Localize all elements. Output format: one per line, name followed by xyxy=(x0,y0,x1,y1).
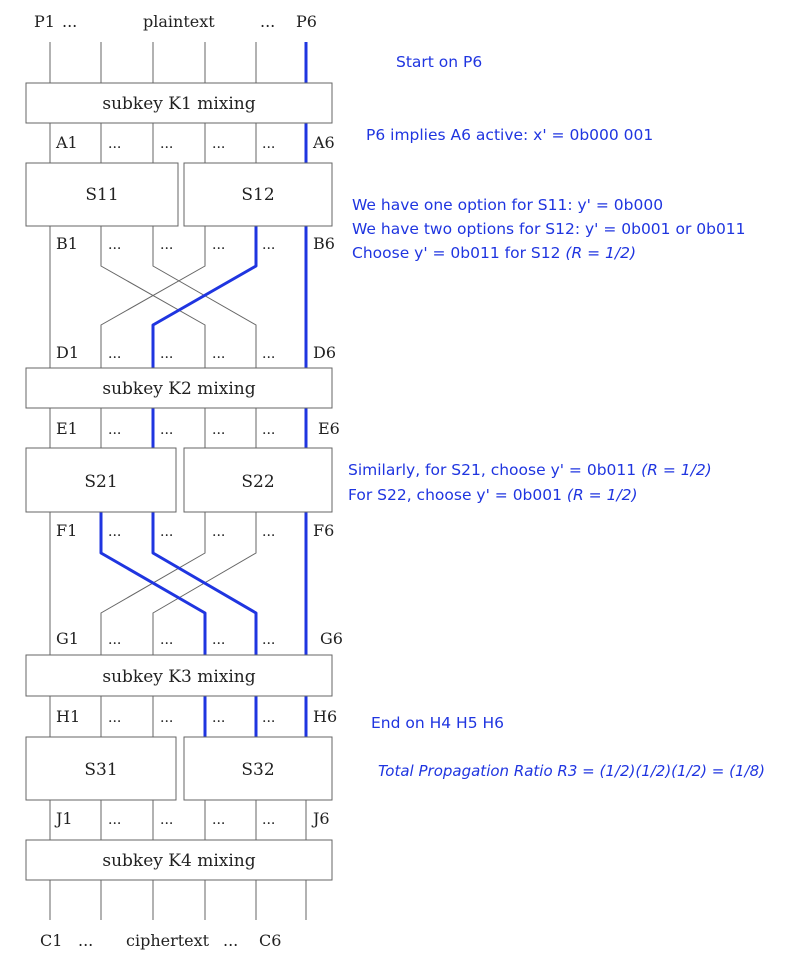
s12-box xyxy=(183,162,333,227)
e1-label: E1 xyxy=(56,419,78,438)
d1-label: D1 xyxy=(56,343,79,362)
note-a6-active: P6 implies A6 active: x' = 0b000 001 xyxy=(366,126,654,144)
plaintext-label: plaintext xyxy=(143,12,215,31)
j1-label: J1 xyxy=(54,809,73,828)
j6-label: J6 xyxy=(311,809,330,828)
s11-box xyxy=(25,162,179,227)
ellipsis: ... xyxy=(160,346,173,362)
p1-label: P1 xyxy=(34,12,55,31)
ellipsis: ... xyxy=(212,632,225,648)
ellipsis: ... xyxy=(108,346,121,362)
ellipsis: ... xyxy=(160,136,173,152)
s21-box xyxy=(25,447,177,513)
s32-label: S32 xyxy=(241,760,274,780)
note-s21-text: Similarly, for S21, choose y' = 0b011 xyxy=(348,461,637,479)
k4-mixing-box xyxy=(25,839,333,881)
b6-label: B6 xyxy=(313,234,335,253)
a1-label: A1 xyxy=(55,133,78,152)
ellipsis: ... xyxy=(212,346,225,362)
c1-label: C1 xyxy=(40,931,62,950)
g6-label: G6 xyxy=(320,629,343,648)
s21-label: S21 xyxy=(84,472,117,492)
ellipsis: ... xyxy=(212,422,225,438)
ellipsis: ... xyxy=(262,136,275,152)
ciphertext-label: ciphertext xyxy=(126,931,210,950)
ellipsis: ... xyxy=(160,710,173,726)
note-start: Start on P6 xyxy=(396,53,483,71)
ellipsis: ... xyxy=(108,710,121,726)
k1-mixing-box xyxy=(25,82,333,124)
ellipsis: ... xyxy=(212,237,225,253)
s12-label: S12 xyxy=(241,185,274,205)
ellipsis: ... xyxy=(262,632,275,648)
s11-label: S11 xyxy=(85,185,118,205)
bottom-dots-left: ... xyxy=(78,931,93,950)
note-choose-s12: Choose y' = 0b011 for S12 (R = 1/2) xyxy=(352,242,636,264)
bottom-dots-right: ... xyxy=(223,931,238,950)
k2-mixing-box xyxy=(25,367,333,409)
e6-label: E6 xyxy=(318,419,340,438)
s31-label: S31 xyxy=(84,760,117,780)
ellipsis: ... xyxy=(108,422,121,438)
k4-label: subkey K4 mixing xyxy=(102,851,255,871)
ellipsis: ... xyxy=(160,237,173,253)
ellipsis: ... xyxy=(160,812,173,828)
note-s11-option: We have one option for S11: y' = 0b000 xyxy=(352,196,664,214)
p6-label: P6 xyxy=(296,12,317,31)
k3-mixing-box xyxy=(25,654,333,697)
note-s21: Similarly, for S21, choose y' = 0b011 (R… xyxy=(348,459,712,481)
note-s22-ratio: (R = 1/2) xyxy=(566,486,638,504)
note-s21-ratio: (R = 1/2) xyxy=(641,461,712,479)
ellipsis: ... xyxy=(108,812,121,828)
k1-label: subkey K1 mixing xyxy=(102,94,255,114)
ellipsis: ... xyxy=(108,136,121,152)
ellipsis-group: ... ... ... ... ... ... ... ... ... ... … xyxy=(108,136,275,828)
ellipsis: ... xyxy=(262,524,275,540)
c6-label: C6 xyxy=(259,931,281,950)
f1-label: F1 xyxy=(56,521,77,540)
a6-label: A6 xyxy=(312,133,335,152)
ellipsis: ... xyxy=(212,812,225,828)
ellipsis: ... xyxy=(160,524,173,540)
ellipsis: ... xyxy=(212,136,225,152)
ellipsis: ... xyxy=(160,422,173,438)
ellipsis: ... xyxy=(108,237,121,253)
ellipsis: ... xyxy=(108,524,121,540)
ellipsis: ... xyxy=(262,710,275,726)
h1-label: H1 xyxy=(56,707,80,726)
g1-label: G1 xyxy=(56,629,79,648)
ellipsis: ... xyxy=(262,812,275,828)
k2-label: subkey K2 mixing xyxy=(102,379,255,399)
note-choose-s12-text: Choose y' = 0b011 for S12 xyxy=(352,244,561,262)
f6-label: F6 xyxy=(313,521,334,540)
note-s12-options: We have two options for S12: y' = 0b001 … xyxy=(352,220,746,238)
ellipsis: ... xyxy=(262,237,275,253)
top-dots-left: ... xyxy=(62,12,77,31)
ellipsis: ... xyxy=(212,524,225,540)
ellipsis: ... xyxy=(160,632,173,648)
note-total-ratio: Total Propagation Ratio R3 = (1/2)(1/2)(… xyxy=(378,762,765,780)
b1-label: B1 xyxy=(56,234,78,253)
note-s22: For S22, choose y' = 0b001 (R = 1/2) xyxy=(348,484,638,506)
ellipsis: ... xyxy=(108,632,121,648)
s22-box xyxy=(183,447,333,513)
ellipsis: ... xyxy=(212,710,225,726)
h6-label: H6 xyxy=(313,707,337,726)
note-choose-s12-ratio: (R = 1/2) xyxy=(565,244,637,262)
ellipsis: ... xyxy=(262,346,275,362)
active-path xyxy=(99,42,308,737)
d6-label: D6 xyxy=(313,343,336,362)
k3-label: subkey K3 mixing xyxy=(102,667,255,687)
ellipsis: ... xyxy=(262,422,275,438)
note-end: End on H4 H5 H6 xyxy=(371,714,505,732)
note-s22-text: For S22, choose y' = 0b001 xyxy=(348,486,562,504)
s31-box xyxy=(25,736,177,801)
s22-label: S22 xyxy=(241,472,274,492)
s32-box xyxy=(183,736,333,801)
top-dots-right: ... xyxy=(260,12,275,31)
